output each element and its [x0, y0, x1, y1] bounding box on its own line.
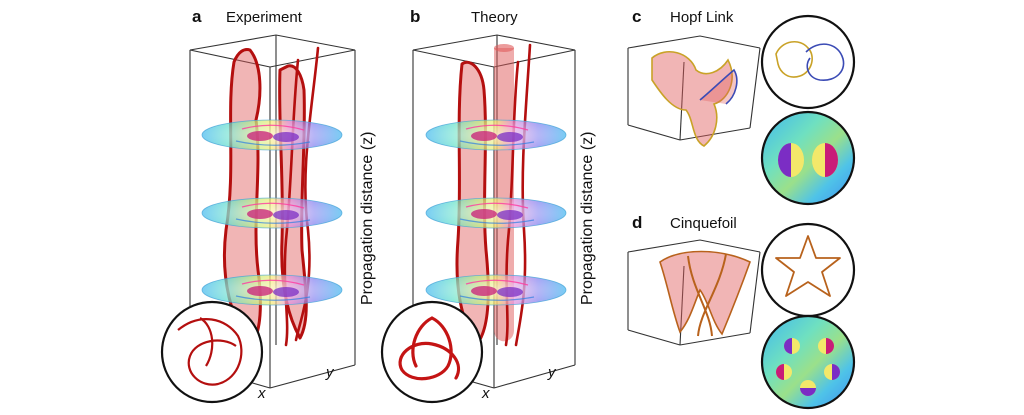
panel-d-title: Cinquefoil [670, 215, 737, 232]
panel-c-title: Hopf Link [670, 9, 734, 26]
panel-a-y-axis-label: y [325, 364, 335, 381]
panel-d-field-inset [760, 314, 856, 410]
panel-b: b Theory Propagation distance (z) x y [380, 7, 596, 404]
panel-a-field-slices [201, 119, 343, 306]
panel-c-label: c [632, 7, 641, 26]
panel-b-x-axis-label: x [481, 385, 490, 402]
panel-a-label: a [192, 7, 202, 26]
panel-a-title: Experiment [226, 9, 303, 26]
panel-c: c Hopf Link [627, 7, 856, 206]
panel-b-title: Theory [471, 9, 518, 26]
panel-d-cinquefoil-inset [760, 222, 856, 318]
panel-b-field-slices [425, 119, 567, 306]
panel-b-z-axis-label: Propagation distance (z) [579, 132, 596, 305]
panel-c-hopf-surface [651, 50, 738, 147]
panel-d-label: d [632, 213, 642, 232]
panel-b-label: b [410, 7, 420, 26]
panel-c-field-inset [760, 110, 856, 206]
panel-b-trefoil-inset [380, 300, 484, 404]
panel-c-bounding-box [627, 35, 761, 141]
panel-c-hopf-inset [760, 14, 856, 110]
panel-b-y-axis-label: y [547, 364, 557, 381]
panel-a-trefoil-inset [160, 300, 264, 404]
panel-a-x-axis-label: x [257, 385, 266, 402]
panel-d: d Cinquefoil [627, 213, 856, 410]
panel-a-z-axis-label: Propagation distance (z) [359, 132, 376, 305]
panel-d-cinquefoil-surface [659, 250, 751, 337]
panel-a: a Experiment Propagation distance (z) x … [160, 7, 376, 404]
